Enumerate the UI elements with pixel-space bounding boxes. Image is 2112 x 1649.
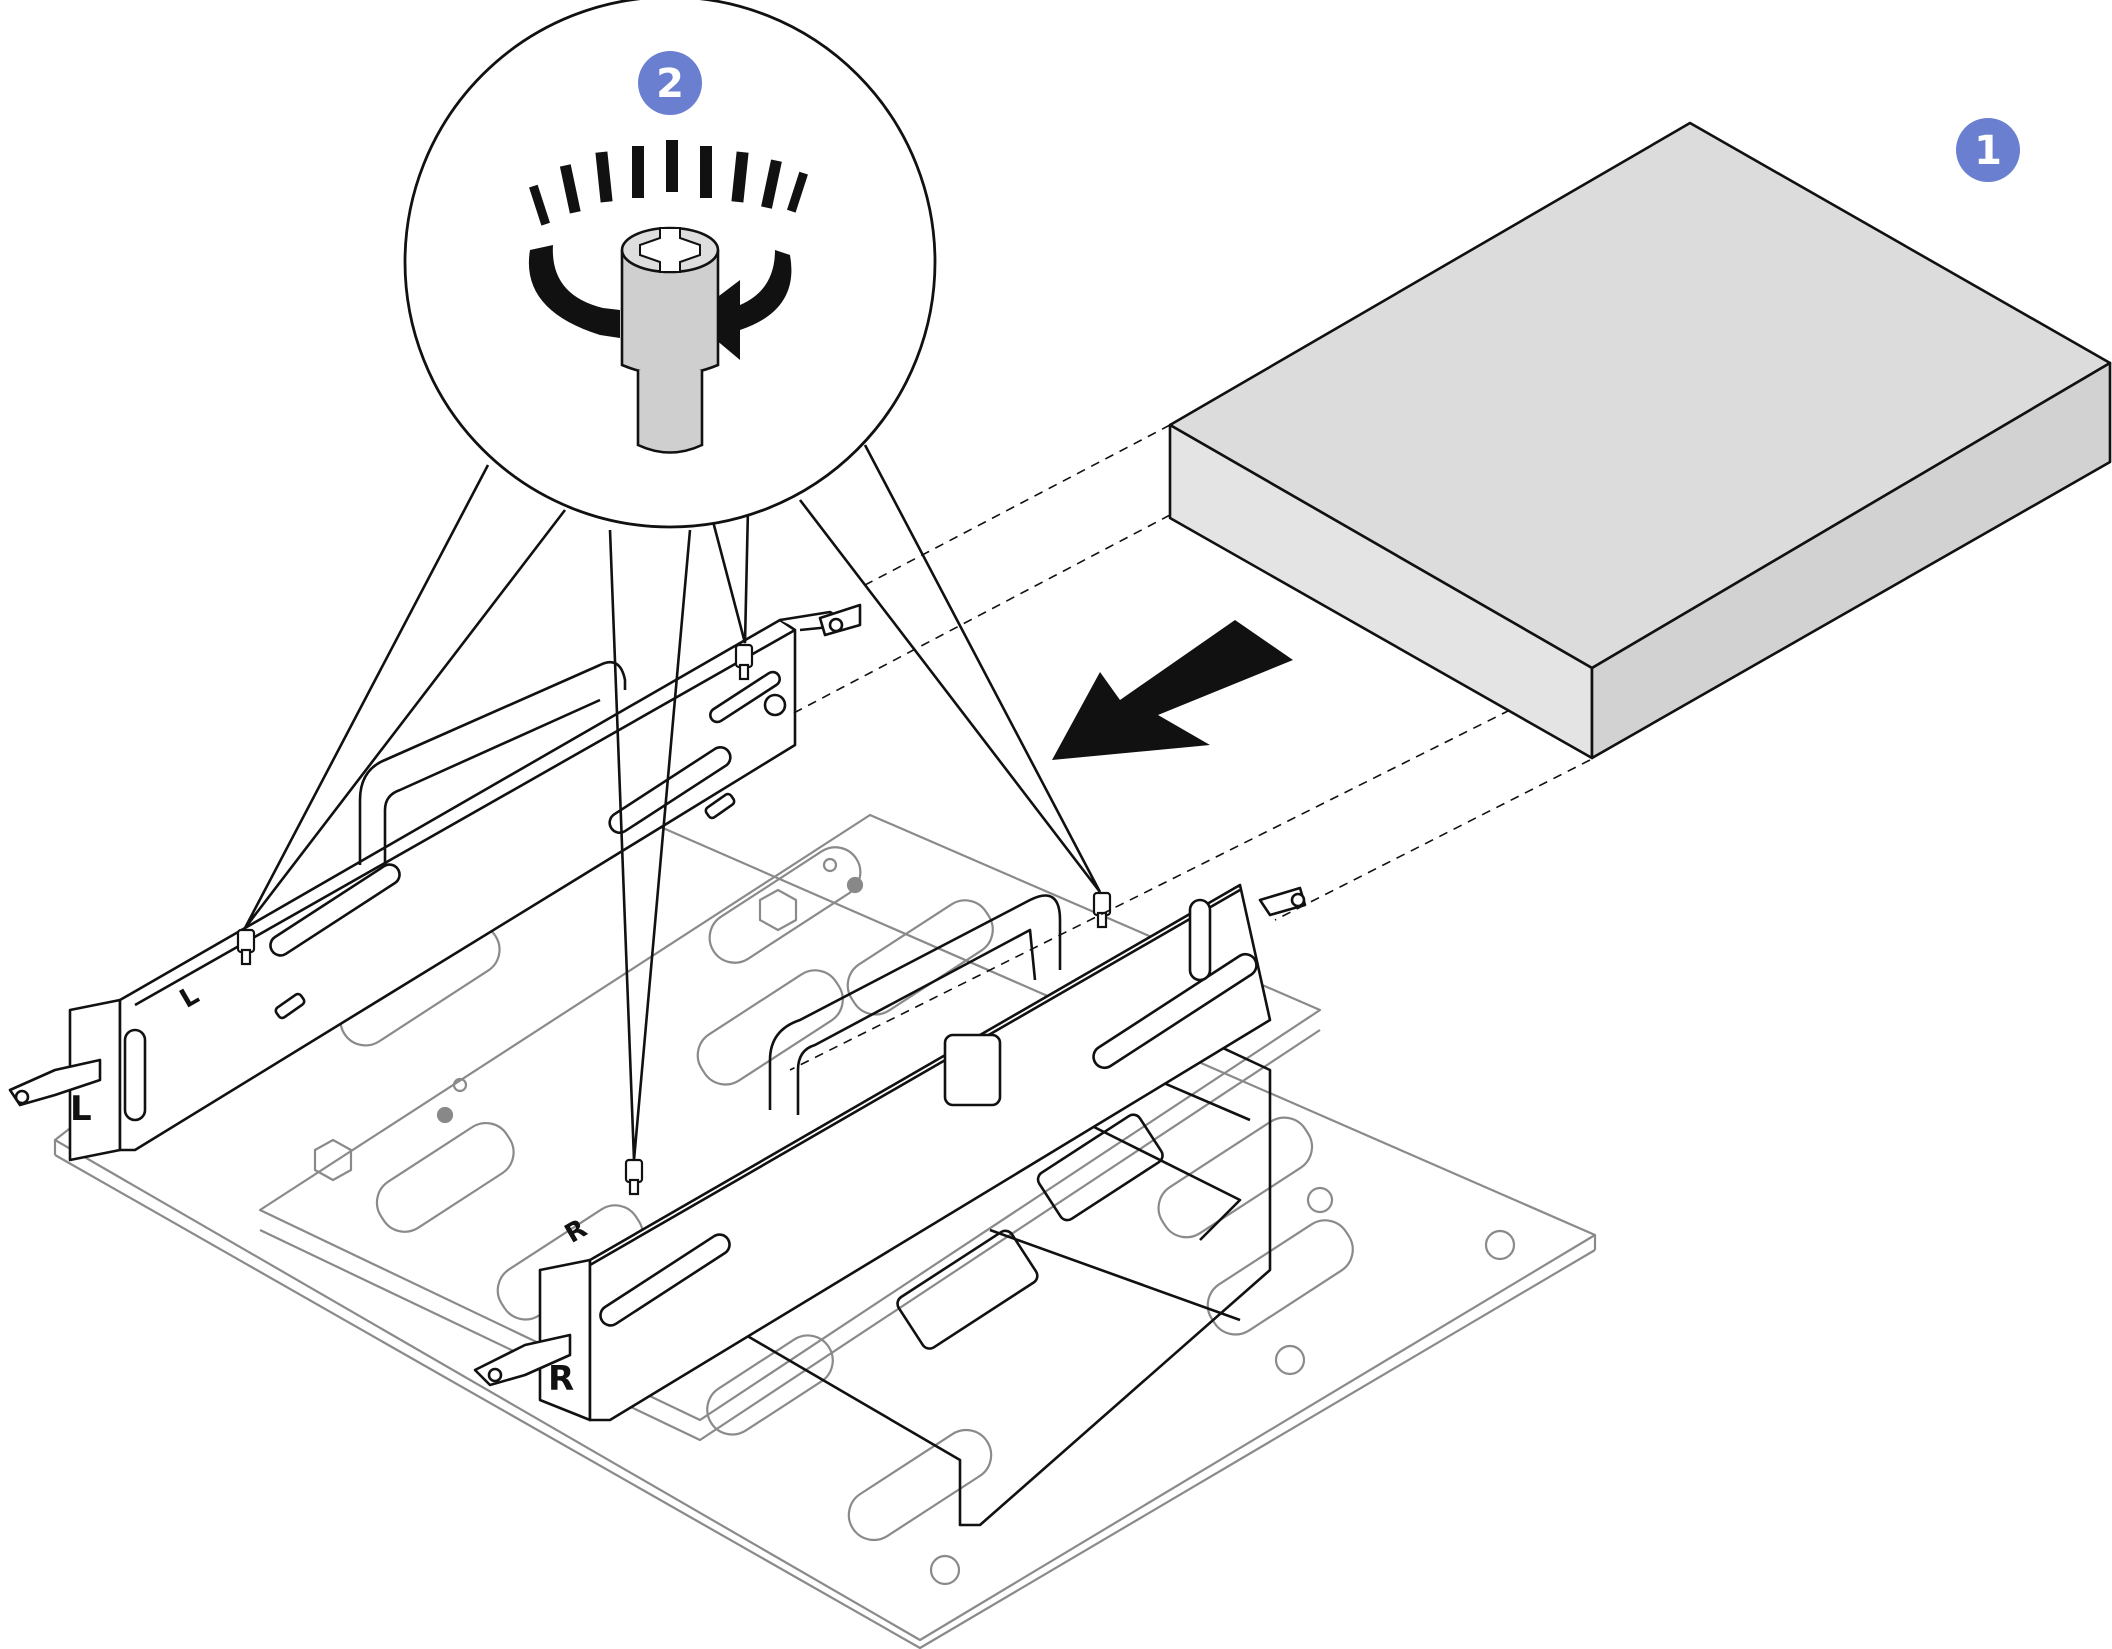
- thumbscrew-right-front: [624, 1158, 644, 1196]
- storage-drive: [1168, 121, 2112, 760]
- svg-text:1: 1: [1974, 128, 2002, 174]
- cage-label-left-side: L: [70, 1089, 92, 1129]
- magnifier-leader-lines: [243, 444, 1102, 1161]
- thumbscrew-left-rear: [734, 643, 754, 681]
- magnifier-detail: [403, 0, 937, 529]
- insert-direction-arrow-icon: [1052, 620, 1293, 760]
- drive-side-face: [1590, 361, 2112, 760]
- left-cage-wall: [8, 603, 862, 1162]
- callout-badge-2: 2: [638, 51, 702, 115]
- cage-thumbscrews: [236, 643, 1112, 1196]
- thumbscrew-closeup-icon: [620, 226, 720, 454]
- alignment-guides: [789, 424, 1591, 1071]
- svg-text:2: 2: [656, 61, 684, 107]
- thumbscrew-left-front: [236, 928, 256, 966]
- cage-label-right-side: R: [548, 1359, 574, 1399]
- thumbscrew-right-rear: [1092, 891, 1112, 929]
- callout-badge-1: 1: [1956, 118, 2020, 182]
- right-cage-wall: [473, 883, 1307, 1422]
